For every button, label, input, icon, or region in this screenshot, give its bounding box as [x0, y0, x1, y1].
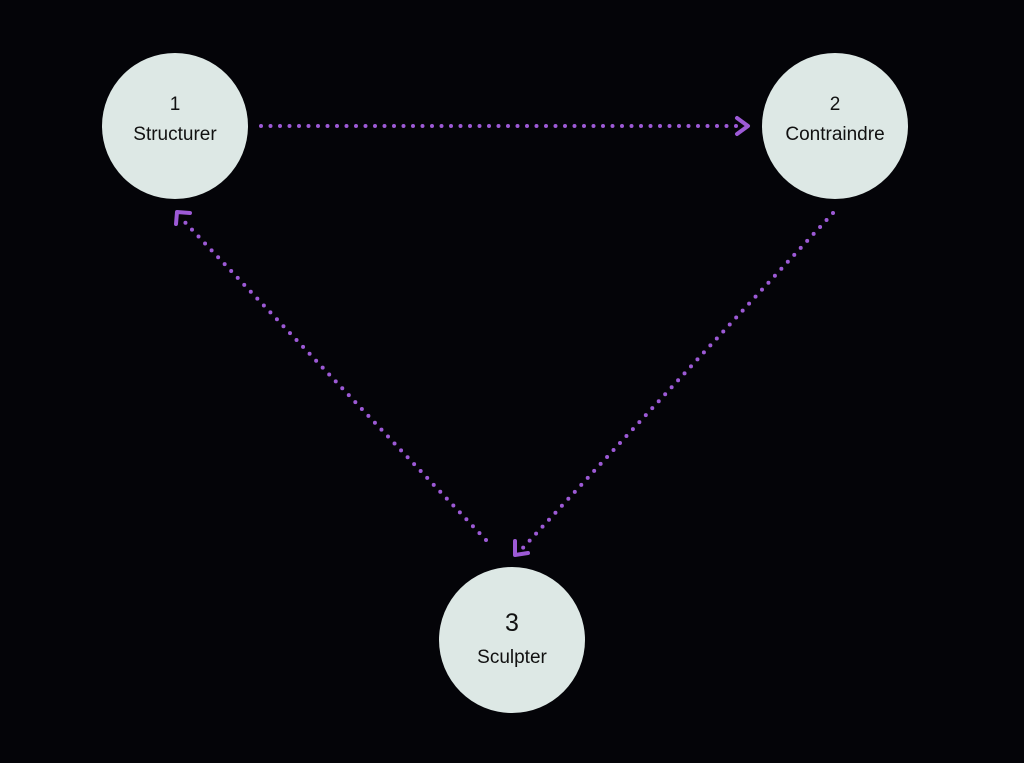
node-circle [439, 567, 585, 713]
arrowhead [174, 210, 192, 226]
node-label: Sculpter [477, 647, 547, 668]
arrowhead [513, 539, 530, 557]
node-label: Contraindre [785, 124, 884, 145]
node-structurer: 1 Structurer [102, 53, 248, 199]
node-number: 1 [170, 94, 181, 115]
node-number: 3 [505, 609, 519, 637]
node-circle [102, 53, 248, 199]
node-label: Structurer [133, 124, 217, 145]
arrowhead [735, 116, 750, 136]
edge-sculpter-to-structurer [174, 210, 488, 542]
node-circle [762, 53, 908, 199]
edge-contraindre-to-sculpter [513, 211, 835, 557]
edge-line [178, 215, 488, 542]
node-sculpter: 3 Sculpter [439, 567, 585, 713]
node-number: 2 [830, 94, 841, 115]
edge-structurer-to-contraindre [259, 116, 750, 136]
edge-line [518, 211, 835, 553]
node-contraindre: 2 Contraindre [762, 53, 908, 199]
